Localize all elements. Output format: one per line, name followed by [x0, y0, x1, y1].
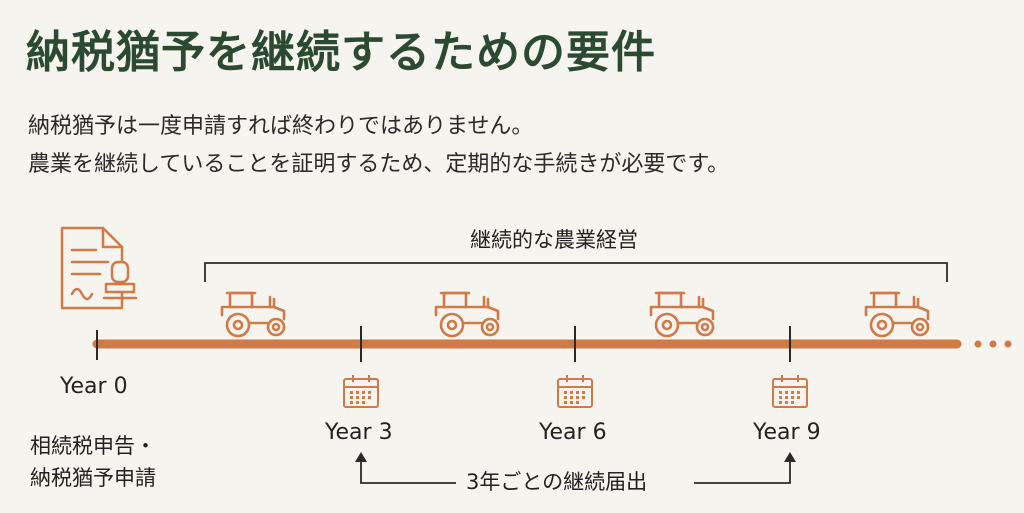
subtitle-line-1: 納税猶予は一度申請すれば終わりではありません。	[28, 114, 534, 139]
calendar-icon	[557, 374, 593, 408]
milestone-label-year-3: Year 3	[325, 420, 393, 445]
page-title: 納税猶予を継続するための要件	[26, 27, 656, 78]
subtitle-line-2: 農業を継続していることを証明するため、定期的な手続きが必要です。	[28, 152, 730, 177]
farming-bracket	[204, 262, 948, 282]
calendar-icon	[772, 374, 808, 408]
start-note: 相続税申告・ 納税猶予申請	[30, 430, 156, 494]
tractor-icon	[649, 291, 715, 338]
arrow-head-left	[355, 452, 367, 462]
calendar-icon	[343, 374, 379, 408]
bracket-label: 継続的な農業経営	[470, 228, 638, 252]
tractor-icon	[220, 291, 286, 338]
renewal-interval-label: 3年ごとの継続届出	[464, 466, 650, 496]
milestone-label-year-9: Year 9	[753, 420, 821, 445]
arrow-head-right	[784, 452, 796, 462]
interval-arrow	[360, 458, 791, 484]
milestone-label-year-0: Year 0	[60, 374, 128, 399]
tractor-icon	[864, 291, 930, 338]
ellipsis-icon	[974, 340, 1012, 348]
milestone-label-year-6: Year 6	[539, 420, 607, 445]
start-note-line-2: 納税猶予申請	[30, 466, 156, 490]
document-stamp-icon	[60, 226, 138, 310]
start-note-line-1: 相続税申告・	[30, 434, 156, 458]
tractor-icon	[434, 291, 500, 338]
